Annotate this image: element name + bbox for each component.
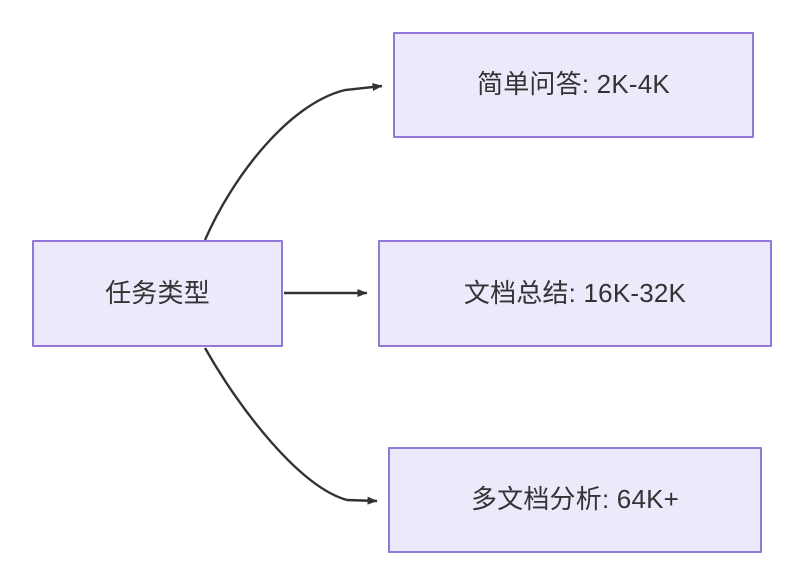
node-doc-summary[interactable]: 文档总结: 16K-32K xyxy=(378,240,772,347)
node-doc-summary-label: 文档总结: 16K-32K xyxy=(463,277,687,308)
node-simple-qa-label: 简单问答: 2K-4K xyxy=(477,69,670,100)
node-multi-doc[interactable]: 多文档分析: 64K+ xyxy=(388,447,762,553)
edge-task-to-multi-doc xyxy=(203,347,378,505)
node-multi-doc-label: 多文档分析: 64K+ xyxy=(470,484,680,515)
node-task-type[interactable]: 任务类型 xyxy=(32,240,283,347)
node-task-type-label: 任务类型 xyxy=(105,277,210,308)
node-simple-qa[interactable]: 简单问答: 2K-4K xyxy=(393,32,754,138)
edge-task-to-simple-qa xyxy=(203,83,383,241)
